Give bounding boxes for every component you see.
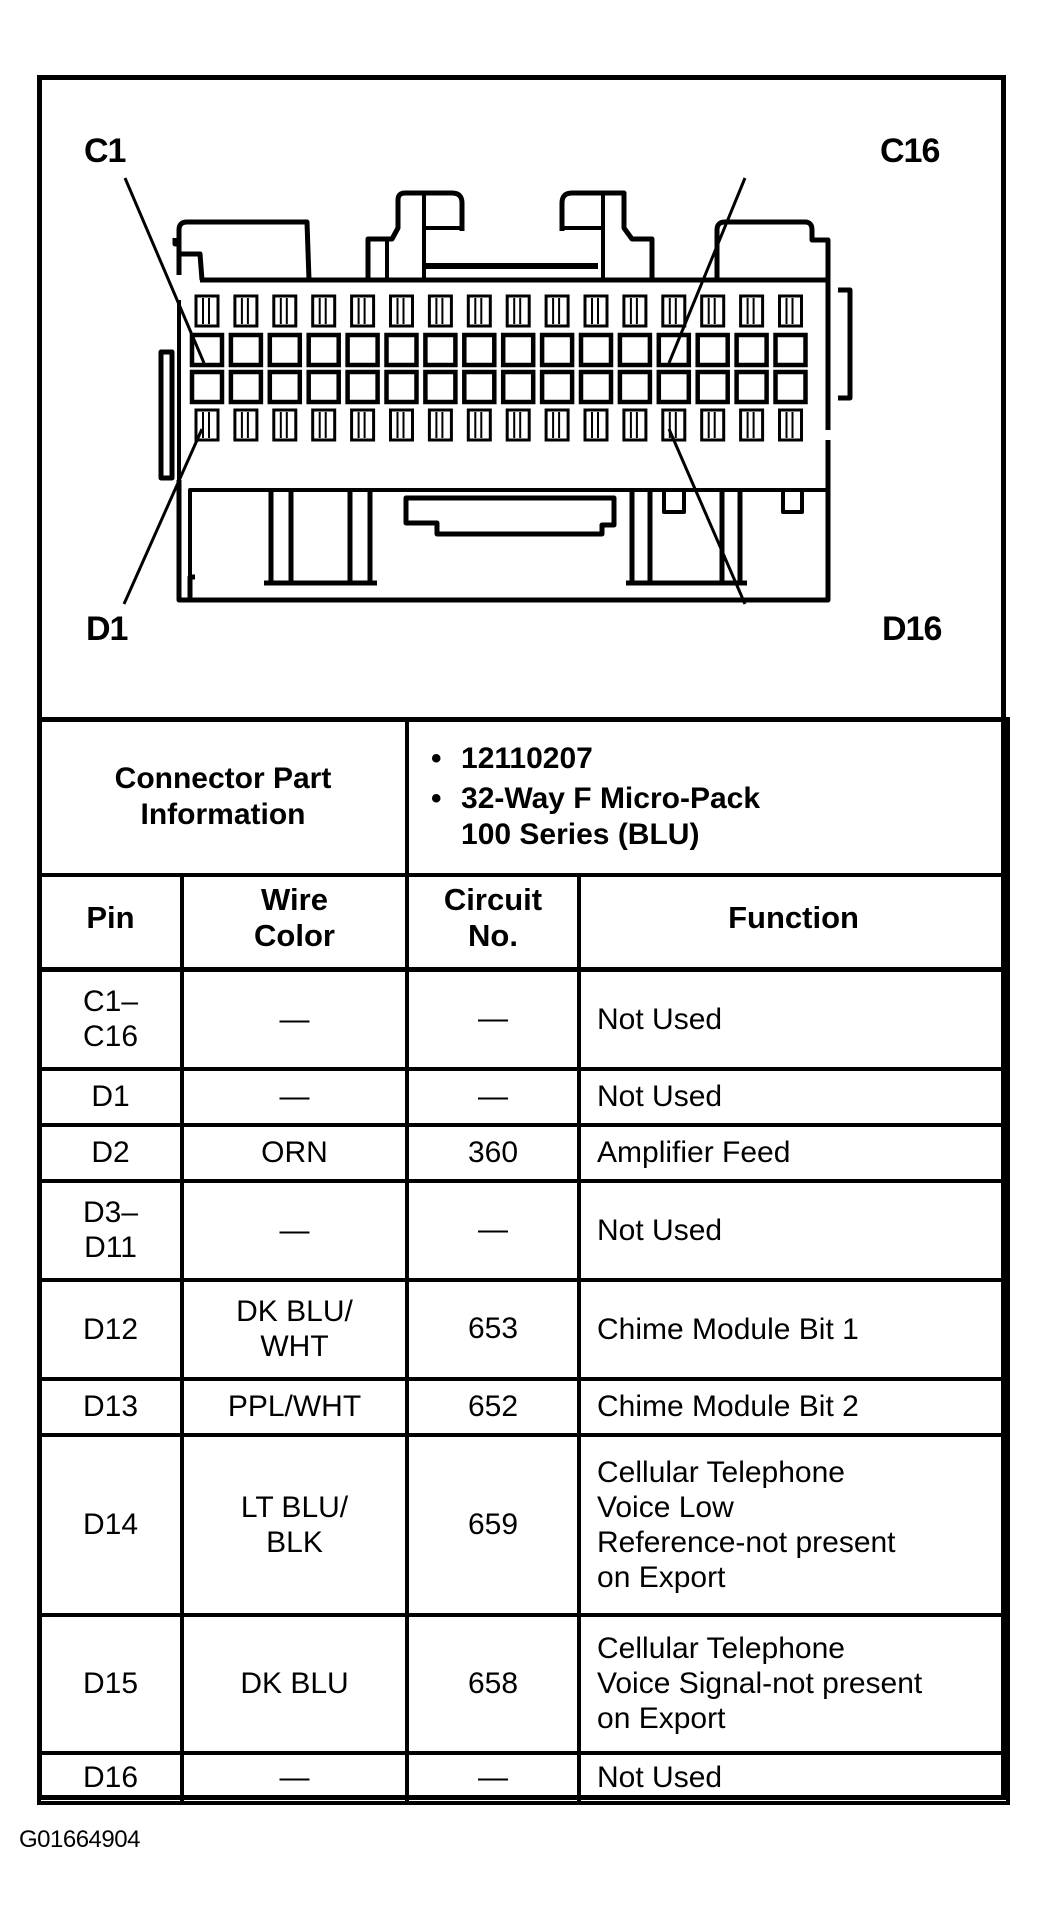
header-circuit-no: Circuit No. [405, 872, 582, 972]
connector-figure: C1 C16 D1 D16 Connector Part Information… [36, 75, 1011, 1805]
cell-pin: D13 [37, 1376, 184, 1437]
cell-pin: D1 [37, 1066, 184, 1127]
cell-pin: D12 [37, 1277, 184, 1381]
cell-wire-color: PPL/WHT [179, 1376, 410, 1437]
table-row: D3–D11——Not Used [37, 1178, 1011, 1282]
cell-circuit-no: 360 [405, 1122, 582, 1183]
part-description: 32-Way F Micro-Pack 100 Series (BLU) [427, 781, 1006, 853]
pinout-table: Connector Part Information 12110207 32-W… [36, 717, 1011, 1805]
cell-function: Not Used [577, 1178, 1011, 1282]
cell-circuit-no: — [405, 1178, 582, 1282]
cell-wire-color: LT BLU/BLK [179, 1432, 410, 1617]
pin-label-d16: D16 [882, 610, 942, 648]
cell-circuit-no: — [405, 967, 582, 1071]
cell-pin: D14 [37, 1432, 184, 1617]
cell-wire-color: DK BLU/WHT [179, 1277, 410, 1381]
cell-wire-color: DK BLU [179, 1612, 410, 1755]
cell-function: Chime Module Bit 1 [577, 1277, 1011, 1381]
cell-pin: D3–D11 [37, 1178, 184, 1282]
table-row: C1–C16——Not Used [37, 967, 1011, 1071]
cell-function: Not Used [577, 1066, 1011, 1127]
pin-label-c1: C1 [84, 132, 126, 170]
leader-d1 [122, 428, 204, 605]
header-function: Function [577, 872, 1011, 972]
cell-wire-color: ORN [179, 1122, 410, 1183]
cell-circuit-no: 658 [405, 1612, 582, 1755]
table-row: D1——Not Used [37, 1066, 1011, 1127]
pin-label-c16: C16 [880, 132, 940, 170]
cell-pin: D15 [37, 1612, 184, 1755]
cell-pin: D2 [37, 1122, 184, 1183]
part-info-values: 12110207 32-Way F Micro-Pack 100 Series … [405, 717, 1011, 877]
cell-function: Not Used [577, 967, 1011, 1071]
leader-c16 [667, 177, 747, 364]
cell-pin: D16 [37, 1750, 184, 1805]
cell-circuit-no: 653 [405, 1277, 582, 1381]
table-row: D16——Not Used [37, 1750, 1011, 1805]
header-wire-color: Wire Color [179, 872, 410, 972]
connector-face-drawing [122, 177, 853, 605]
cell-wire-color: — [179, 1178, 410, 1282]
cell-function: Chime Module Bit 2 [577, 1376, 1011, 1437]
part-info-label: Connector Part Information [36, 717, 410, 877]
part-info-row: Connector Part Information 12110207 32-W… [36, 717, 1011, 877]
cell-function: Amplifier Feed [577, 1122, 1011, 1183]
leader-c1 [123, 177, 206, 364]
cell-circuit-no: — [405, 1750, 582, 1805]
cell-wire-color: — [179, 967, 410, 1071]
cell-function: Not Used [577, 1750, 1011, 1805]
connector-diagram: C1 C16 D1 D16 [42, 80, 1001, 717]
cell-circuit-no: 659 [405, 1432, 582, 1617]
cell-wire-color: — [179, 1066, 410, 1127]
figure-id: G01664904 [19, 1826, 140, 1853]
pin-label-d1: D1 [86, 610, 128, 648]
cell-circuit-no: — [405, 1066, 582, 1127]
header-pin: Pin [37, 872, 184, 972]
part-number: 12110207 [427, 741, 1006, 777]
header-row: Pin Wire Color Circuit No. Function [37, 872, 1011, 972]
cell-pin: C1–C16 [37, 967, 184, 1071]
cell-wire-color: — [179, 1750, 410, 1805]
leader-d16 [667, 428, 747, 605]
cell-circuit-no: 652 [405, 1376, 582, 1437]
